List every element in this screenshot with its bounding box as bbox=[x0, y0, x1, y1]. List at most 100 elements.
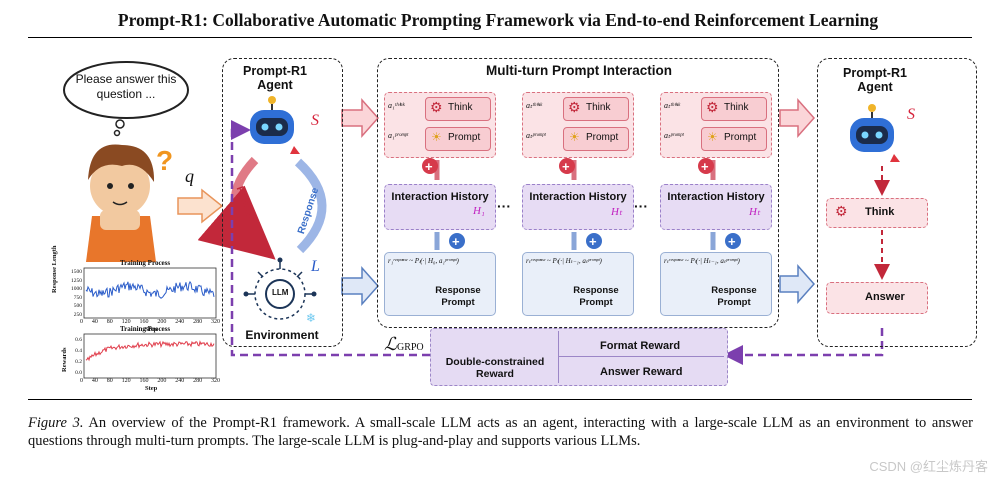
svg-text:+: + bbox=[562, 159, 570, 174]
tick-label: 250 bbox=[73, 311, 82, 318]
query-symbol: q bbox=[185, 166, 194, 186]
agent-symbol: S bbox=[311, 112, 319, 129]
svg-text:+: + bbox=[425, 159, 433, 174]
prompt-label: Prompt bbox=[448, 132, 481, 143]
think-chip: ⚙ Think bbox=[425, 97, 491, 121]
tick-label: 320 bbox=[211, 378, 220, 384]
multi-turn-panel bbox=[377, 58, 779, 328]
tick-label: 240 bbox=[175, 319, 185, 325]
response-prompt-label: Response Prompt bbox=[435, 285, 481, 308]
prompt-var: a₁ᵖʳᵒᵐᵖᵗ bbox=[388, 131, 409, 140]
tick-label: 280 bbox=[193, 378, 203, 384]
interaction-history-box: Interaction History H₁ bbox=[384, 184, 496, 230]
chart-top-title: Training Process bbox=[120, 259, 171, 267]
column-connectors: + + + + + + bbox=[422, 158, 741, 250]
tick-label: 200 bbox=[157, 319, 167, 325]
agent-panel bbox=[222, 58, 343, 347]
tick-label: 120 bbox=[121, 378, 131, 384]
tick-label: 40 bbox=[91, 319, 98, 325]
tick-label: 160 bbox=[139, 378, 149, 384]
response-formula: r₁ʳᵉˢᵖᵒⁿˢᵉ ~ Pₗ(·| H₀, a₁ᵖʳᵒᵐᵖᵗ) bbox=[388, 257, 459, 265]
think-chip: ⚙ Think bbox=[701, 97, 767, 121]
tick-label: 750 bbox=[73, 294, 82, 301]
tick-label: 0.0 bbox=[75, 370, 82, 376]
response-formula: rₜʳᵉˢᵖᵒⁿˢᵉ ~ Pₗ(·| Hₜ₋₁, aₜᵖʳᵒᵐᵖᵗ) bbox=[664, 257, 740, 265]
reward-hdivider bbox=[558, 356, 724, 357]
speech-bubble-text: Please answer this question ... bbox=[75, 72, 177, 101]
multi-turn-title: Multi-turn Prompt Interaction bbox=[486, 63, 672, 78]
output-answer-box: Answer bbox=[826, 282, 928, 314]
response-prompt-label: Response Prompt bbox=[573, 285, 619, 308]
bottom-rule bbox=[28, 399, 972, 400]
svg-text:?: ? bbox=[156, 145, 173, 176]
loss-symbol: ℒGRPO bbox=[384, 334, 424, 354]
tick-label: 1250 bbox=[71, 277, 82, 284]
tick-label: 120 bbox=[121, 319, 131, 325]
action-box: a₁ᵗʰⁱⁿᵏ a₁ᵖʳᵒᵐᵖᵗ ⚙ Think ☀ Prompt bbox=[384, 92, 496, 158]
watermark: CSDN @红尘炼丹客 bbox=[869, 459, 988, 474]
lightbulb-icon: ☀ bbox=[569, 130, 580, 144]
tick-label: 40 bbox=[91, 378, 98, 384]
tick-label: 80 bbox=[106, 319, 113, 325]
history-title: Interaction History bbox=[667, 191, 765, 203]
output-think-box: ⚙ Think bbox=[826, 198, 928, 228]
think-var: a₁ᵗʰⁱⁿᵏ bbox=[388, 101, 405, 110]
think-label: Think bbox=[448, 102, 473, 113]
think-var: aₜᵗʰⁱⁿᵏ bbox=[664, 101, 681, 110]
ellipsis-1: ··· bbox=[497, 198, 511, 214]
llm-label: LLM bbox=[272, 288, 289, 297]
svg-text:+: + bbox=[589, 234, 597, 249]
lightbulb-icon: ☀ bbox=[707, 130, 718, 144]
output-robot-icon bbox=[850, 104, 900, 162]
output-panel-title: Prompt-R1 Agent bbox=[843, 66, 907, 94]
child-figure-icon: ? bbox=[86, 144, 173, 262]
tick-label: 0 bbox=[80, 319, 83, 325]
llm-network-icon: ❄ bbox=[243, 257, 317, 325]
response-box: rₜʳᵉˢᵖᵒⁿˢᵉ ~ Pₗ(·| Hₜ₋₁, aₜᵖʳᵒᵐᵖᵗ) Respo… bbox=[660, 252, 772, 316]
history-title: Interaction History bbox=[529, 191, 627, 203]
prompt-chip: ☀ Prompt bbox=[701, 127, 767, 151]
interaction-history-box: Interaction History Hₜ bbox=[660, 184, 772, 230]
ellipsis-2: ··· bbox=[634, 198, 648, 214]
action-box: aₜᵗʰⁱⁿᵏ aₜᵖʳᵒᵐᵖᵗ ⚙ Think ☀ Prompt bbox=[522, 92, 634, 158]
tick-label: 240 bbox=[175, 378, 185, 384]
environment-symbol: L bbox=[311, 258, 320, 275]
chart-top-ylabel: Response Length bbox=[51, 245, 58, 294]
think-label: Think bbox=[586, 102, 611, 113]
svg-text:+: + bbox=[728, 234, 736, 249]
response-prompt-label: Response Prompt bbox=[711, 285, 757, 308]
training-charts bbox=[83, 267, 217, 379]
svg-text:+: + bbox=[701, 159, 709, 174]
history-var: H₁ bbox=[473, 205, 485, 217]
svg-text:❄: ❄ bbox=[306, 311, 316, 325]
output-answer-label: Answer bbox=[865, 291, 905, 303]
speech-bubble-shape bbox=[63, 61, 189, 119]
gear-icon: ⚙ bbox=[835, 203, 848, 219]
tick-label: 500 bbox=[73, 303, 82, 309]
prompt-var: aₜᵖʳᵒᵐᵖᵗ bbox=[526, 131, 546, 140]
output-agent-symbol: S bbox=[907, 106, 915, 123]
interaction-history-box: Interaction History Hₜ bbox=[522, 184, 634, 230]
response-box: r₁ʳᵉˢᵖᵒⁿˢᵉ ~ Pₗ(·| H₀, a₁ᵖʳᵒᵐᵖᵗ) Respons… bbox=[384, 252, 496, 316]
environment-label: Environment bbox=[245, 328, 319, 342]
prompt-var: aₜᵖʳᵒᵐᵖᵗ bbox=[664, 131, 684, 140]
double-constrained-label: Double-constrained Reward bbox=[445, 356, 545, 380]
tick-label: 1500 bbox=[71, 269, 82, 275]
history-var: Hₜ bbox=[749, 206, 761, 218]
gear-icon: ⚙ bbox=[568, 99, 581, 115]
tick-label: 200 bbox=[157, 378, 167, 384]
output-think-label: Think bbox=[865, 206, 895, 218]
history-title: Interaction History bbox=[391, 191, 489, 203]
top-rule bbox=[28, 37, 972, 38]
response-box: rₜʳᵉˢᵖᵒⁿˢᵉ ~ Pₗ(·| Hₜ₋₁, aₜᵖʳᵒᵐᵖᵗ) Respo… bbox=[522, 252, 634, 316]
think-var: aₜᵗʰⁱⁿᵏ bbox=[526, 101, 543, 110]
history-var: Hₜ bbox=[611, 206, 623, 218]
tick-label: 280 bbox=[193, 319, 203, 325]
think-chip: ⚙ Think bbox=[563, 97, 629, 121]
response-formula: rₜʳᵉˢᵖᵒⁿˢᵉ ~ Pₗ(·| Hₜ₋₁, aₜᵖʳᵒᵐᵖᵗ) bbox=[526, 257, 602, 265]
figure-title: Prompt-R1: Collaborative Automatic Promp… bbox=[117, 10, 879, 30]
